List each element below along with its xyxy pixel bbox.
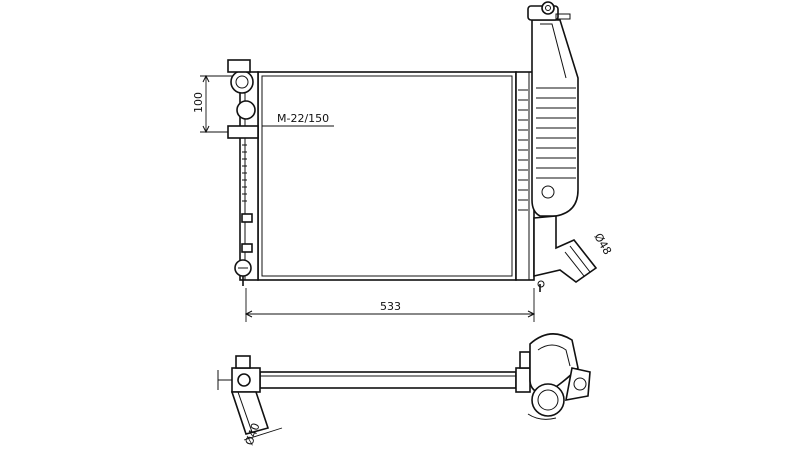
top-view-tube: [259, 371, 517, 389]
height-dimension: [200, 74, 232, 134]
radiator-front-view: [227, 1, 598, 292]
width-dimension: [244, 288, 536, 322]
height-dimension-label: 100: [192, 92, 205, 113]
outlet-diameter-label: Ø48: [591, 231, 614, 257]
radiator-top-view: Ø40: [217, 333, 591, 447]
expansion-tank: [527, 1, 579, 217]
top-view-right-end: [515, 333, 591, 420]
width-dimension-label: 533: [380, 300, 401, 313]
drain-plug: [234, 259, 252, 286]
core-callout-label: M-22/150: [277, 112, 329, 125]
radiator-core-inner-border: [261, 75, 513, 277]
top-view-left-end: [217, 355, 270, 435]
outlet-pipe: [533, 215, 598, 292]
top-left-fittings: [227, 59, 259, 139]
radiator-core: [257, 71, 517, 281]
